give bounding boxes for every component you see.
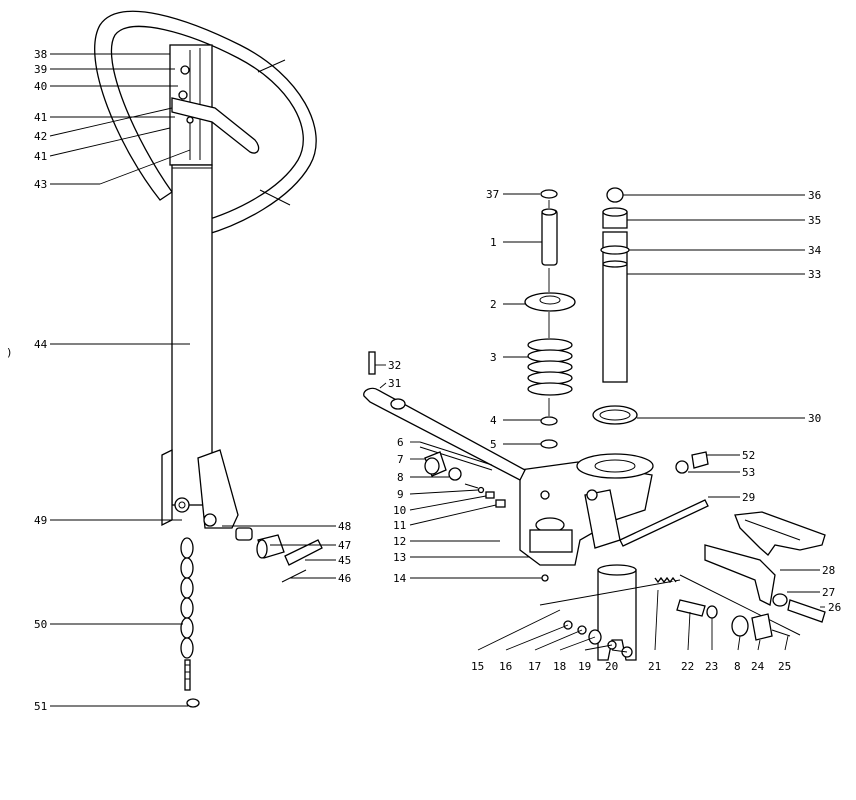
callout-12: 12 (393, 535, 406, 548)
callout-18: 18 (553, 660, 566, 673)
callout-45: 45 (338, 554, 351, 567)
release-lever (171, 97, 260, 154)
callout-51: 51 (34, 700, 47, 713)
shaft-pin (368, 351, 376, 375)
handle-tube (171, 164, 213, 506)
callout-4: 4 (490, 414, 497, 427)
callout-22: 22 (681, 660, 694, 673)
callout-40: 40 (34, 80, 47, 93)
callout-37: 37 (486, 188, 499, 201)
callout-8: 8 (734, 660, 741, 673)
adjust-screw (691, 451, 709, 469)
callout-7: 7 (397, 453, 404, 466)
leader-lines (49, 53, 825, 707)
callout-8: 8 (397, 471, 404, 484)
long-pin (619, 499, 709, 547)
callout-48: 48 (338, 520, 351, 533)
callout-14: 14 (393, 572, 407, 585)
threaded-rod (787, 599, 826, 623)
callout-20: 20 (605, 660, 618, 673)
callout-labels: ) 38 39 40 41 42 41 43 44 49 48 47 45 46… (6, 48, 841, 713)
callout-43: 43 (34, 178, 47, 191)
valve-spring (654, 576, 677, 584)
callout-11: 11 (393, 519, 406, 532)
callout-30: 30 (808, 412, 821, 425)
ram-ball (606, 187, 624, 203)
callout-19: 19 (578, 660, 591, 673)
ram-piston (602, 231, 628, 383)
callout-28: 28 (822, 564, 835, 577)
callout-23: 23 (705, 660, 718, 673)
axle-pin (284, 539, 323, 566)
callout-46: 46 (338, 572, 351, 585)
callout-3: 3 (490, 351, 497, 364)
valve-nut (751, 613, 773, 641)
callout-6: 6 (397, 436, 404, 449)
callout-16: 16 (499, 660, 512, 673)
callout-39: 39 (34, 63, 47, 76)
callout-15: 15 (471, 660, 484, 673)
stray-mark: ) (6, 346, 13, 359)
callout-29: 29 (742, 491, 755, 504)
callout-13: 13 (393, 551, 406, 564)
callout-34: 34 (808, 244, 822, 257)
callout-2: 2 (490, 298, 497, 311)
callout-42: 42 (34, 130, 47, 143)
pedal-shaft (363, 387, 526, 481)
callout-47: 47 (338, 539, 351, 552)
callout-31: 31 (388, 377, 401, 390)
piston-rod (541, 209, 558, 266)
spring-seat (524, 292, 576, 312)
handle-assembly (94, 10, 323, 708)
callout-17: 17 (528, 660, 541, 673)
callout-52: 52 (742, 449, 755, 462)
valve-stem (676, 599, 706, 617)
callout-38: 38 (34, 48, 47, 61)
callout-53: 53 (742, 466, 755, 479)
callout-32: 32 (388, 359, 401, 372)
callout-33: 33 (808, 268, 821, 281)
callout-26: 26 (828, 601, 841, 614)
chain-nut (186, 698, 200, 708)
ram-seal (592, 405, 638, 425)
callout-27: 27 (822, 586, 835, 599)
callout-44: 44 (34, 338, 48, 351)
release-link (704, 544, 776, 606)
callout-1: 1 (490, 236, 497, 249)
chain (180, 537, 194, 691)
callout-41: 41 (34, 150, 47, 163)
callout-10: 10 (393, 504, 406, 517)
handle-yoke (161, 448, 173, 527)
callout-41: 41 (34, 111, 47, 124)
callout-5: 5 (490, 438, 497, 451)
callout-36: 36 (808, 189, 821, 202)
pump-assembly (363, 187, 826, 661)
callout-49: 49 (34, 514, 47, 527)
callout-35: 35 (808, 214, 821, 227)
callout-50: 50 (34, 618, 47, 631)
callout-21: 21 (648, 660, 661, 673)
roller-bush (235, 527, 253, 541)
spring (527, 338, 573, 396)
callout-9: 9 (397, 488, 404, 501)
callout-25: 25 (778, 660, 791, 673)
callout-24: 24 (751, 660, 765, 673)
foot-pedal (734, 511, 826, 556)
